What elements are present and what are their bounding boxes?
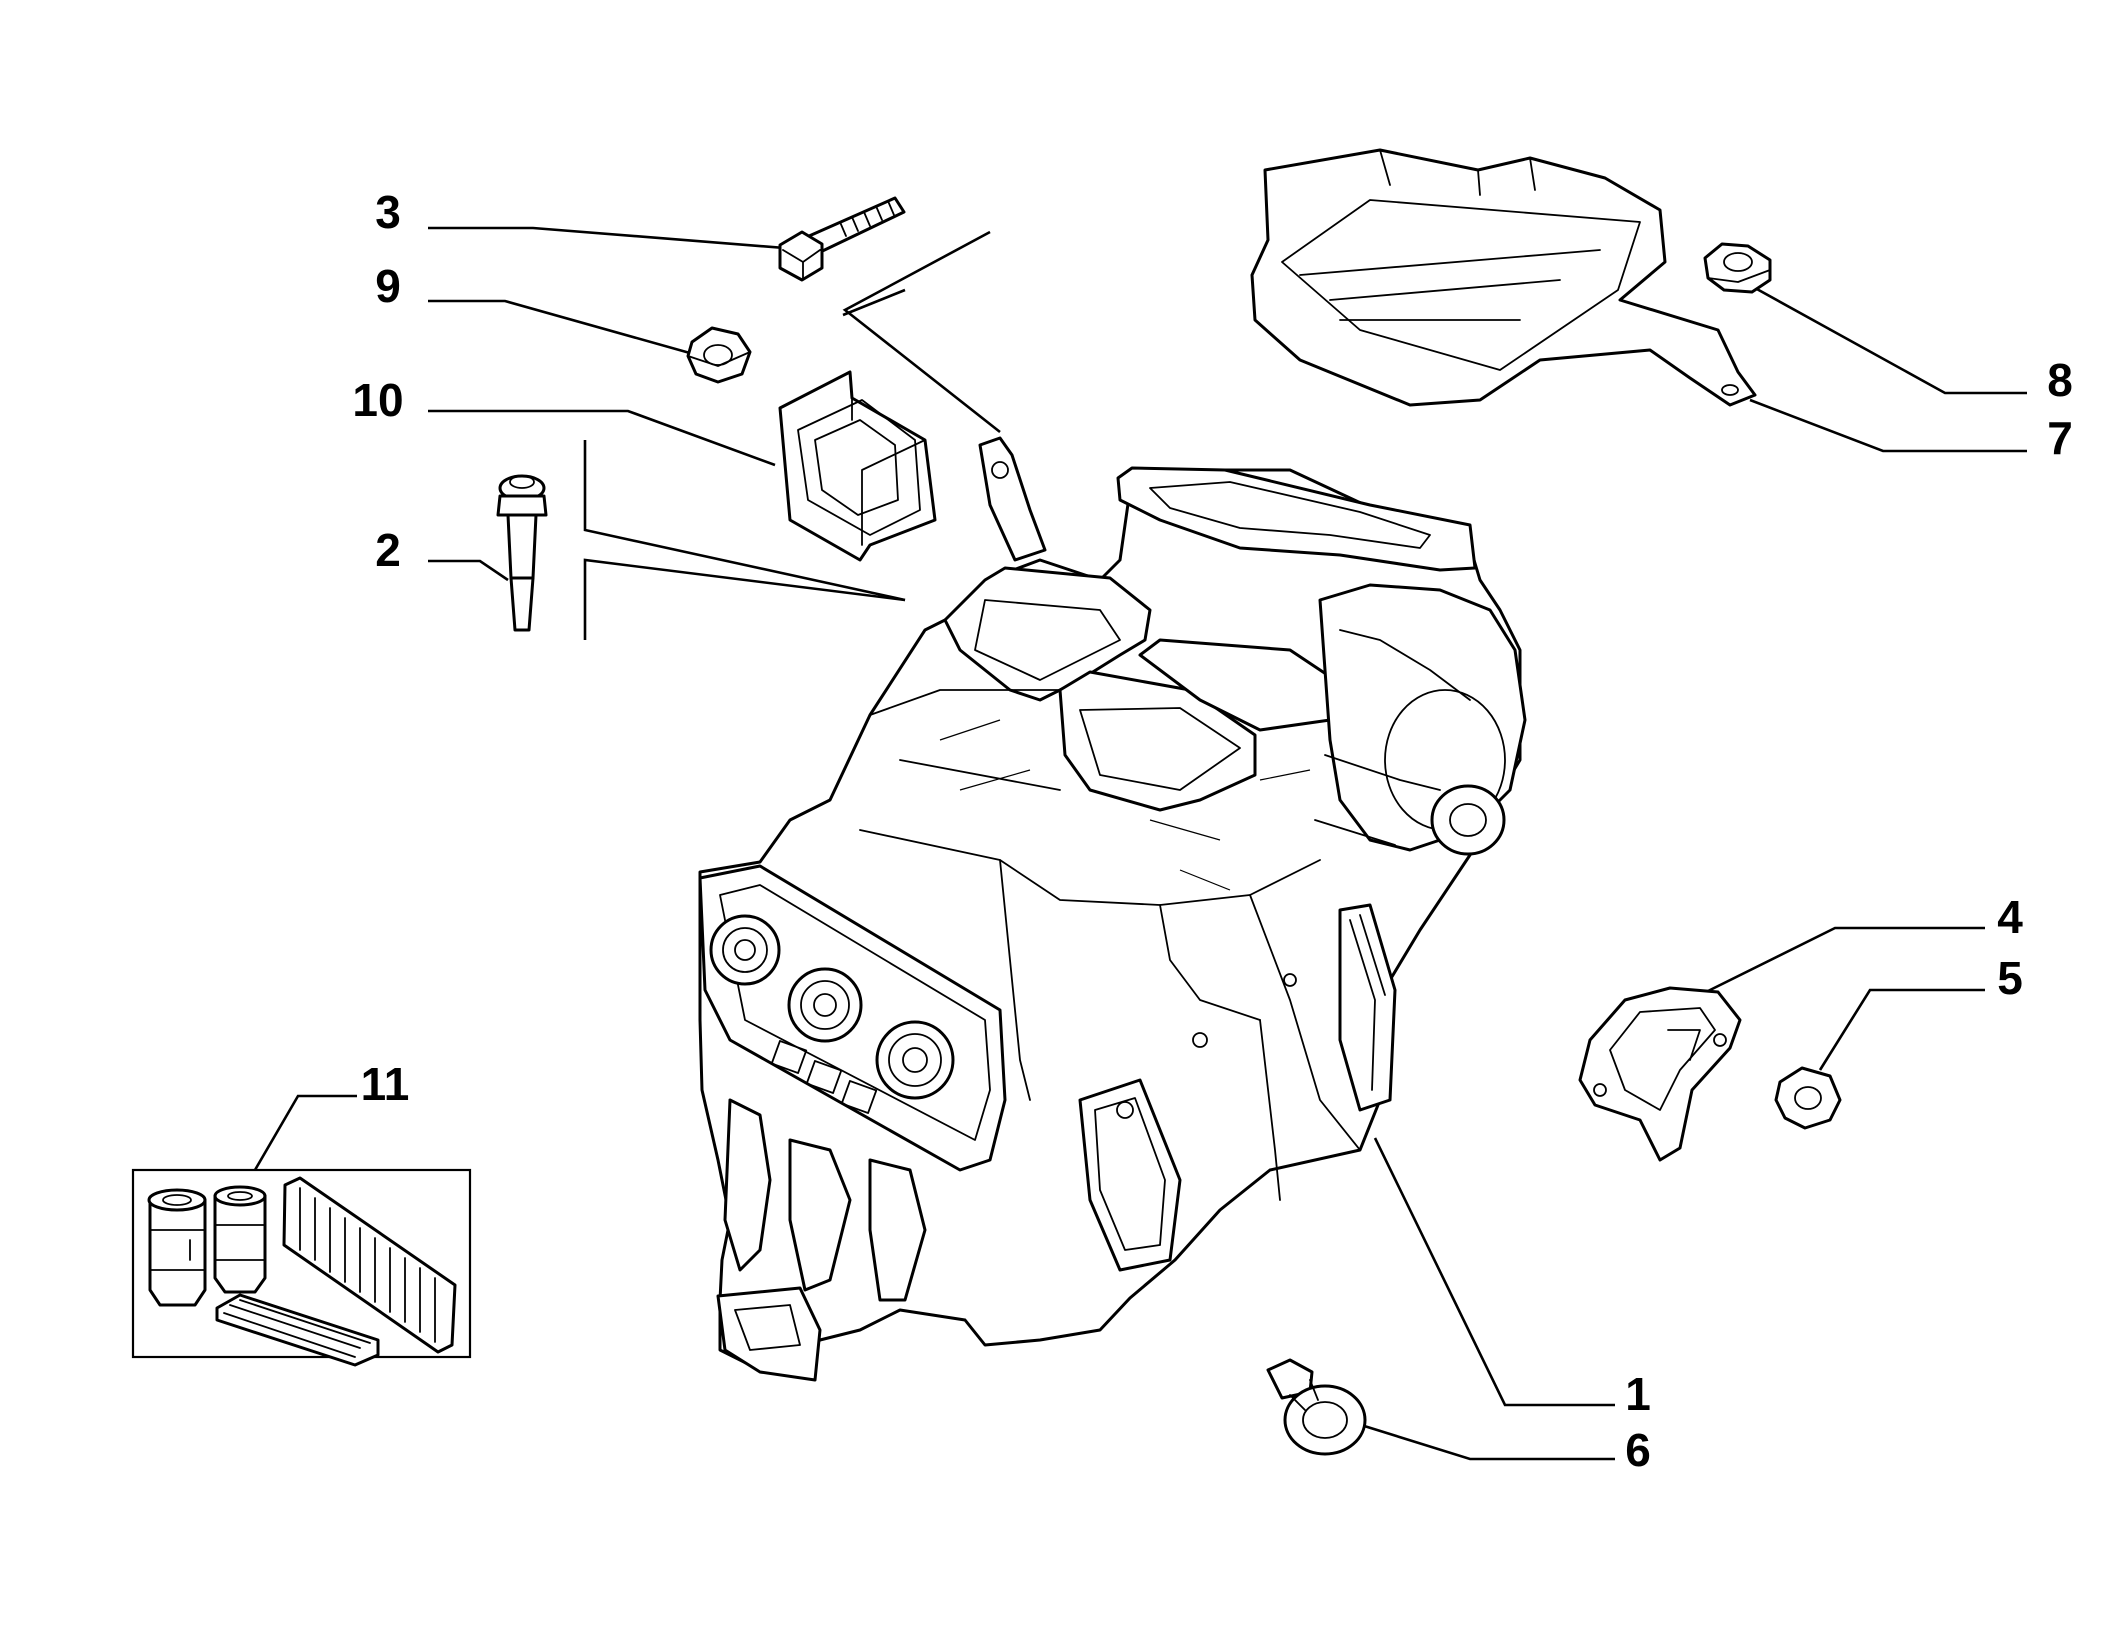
callout-3: 3 [375,186,401,238]
callout-11: 11 [361,1058,410,1110]
callout-7: 7 [2047,412,2073,464]
leader-4 [1699,926,1985,997]
filter-kit-part-11 [131,1168,472,1367]
pin-part-2 [496,474,548,632]
bracket-part-10 [778,370,937,562]
flap-part-4 [1578,986,1742,1162]
leader-8 [1754,286,2027,395]
leader-3 [428,226,811,252]
leader-6 [1344,1418,1615,1461]
nut-part-8 [1703,242,1772,294]
push-pin-part-6 [1266,1358,1367,1456]
callout-4: 4 [1997,891,2023,943]
heater-unit-part-1 [698,436,1527,1382]
leader-lines [253,226,2027,1461]
bolt-part-3 [778,196,906,282]
leader-7 [1749,398,2027,453]
callout-labels: 3 9 10 2 8 7 4 5 1 6 11 [352,186,2072,1476]
indicator-lines-left-b [583,558,906,640]
leader-10 [428,409,776,467]
callout-1: 1 [1625,1368,1651,1420]
control-knobs [709,914,955,1100]
callout-6: 6 [1625,1424,1651,1476]
cover-part-7 [1250,148,1757,407]
indicator-lines-bracket [842,288,906,317]
leader-2 [428,559,509,582]
indicator-lines-top [842,230,1001,434]
nut-part-9 [686,326,752,384]
nut-part-5 [1774,1066,1842,1130]
leader-5 [1818,988,1985,1071]
callout-2: 2 [375,524,401,576]
callout-5: 5 [1997,952,2023,1004]
indicator-lines-left [583,440,906,602]
leader-11 [253,1094,357,1171]
leader-1 [1373,1137,1615,1407]
callout-9: 9 [375,260,401,312]
callout-10: 10 [352,374,403,426]
leader-9 [428,299,698,357]
callout-8: 8 [2047,354,2073,406]
